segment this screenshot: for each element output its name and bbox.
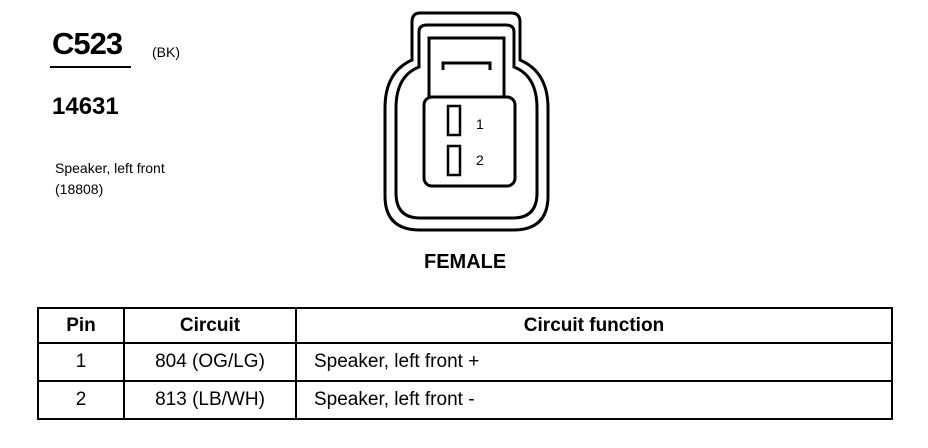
description-line-2: (18808) [55,181,104,197]
connector-pin-block [422,95,517,188]
pin-1-cavity [446,104,462,137]
cell-pin: 2 [37,380,125,420]
connector-gender-label: FEMALE [424,251,507,273]
connector-outer-housing [383,11,550,232]
connector-lock-tab [427,36,506,101]
connector-id-underline [50,66,131,68]
cell-circuit-function: Speaker, left front - [295,380,893,420]
header-circuit: Circuit [123,307,297,344]
cell-circuit-function: Speaker, left front + [295,342,893,382]
description-line-1: Speaker, left front [55,160,165,176]
table-header-row: Pin Circuit Circuit function [37,307,893,344]
header-circuit-function: Circuit function [295,307,893,344]
cell-pin: 1 [37,342,125,382]
pin-1-label: 1 [476,116,484,132]
connector-id: C523 [52,26,123,61]
connector-color-code: (BK) [152,44,180,60]
pin-2-label: 2 [476,152,484,168]
pin-2-cavity [446,144,462,177]
part-number: 14631 [52,93,119,120]
connector-description: Speaker, left front (18808) [55,158,165,200]
cell-circuit: 813 (LB/WH) [123,380,297,420]
connector-face-diagram: 1 2 [383,11,550,232]
connector-inner-housing [394,23,539,220]
cell-circuit: 804 (OG/LG) [123,342,297,382]
connector-lock-latch [441,61,492,70]
pinout-table: Pin Circuit Circuit function 1 804 (OG/L… [37,307,893,420]
header-pin: Pin [37,307,125,344]
table-row: 1 804 (OG/LG) Speaker, left front + [37,342,893,382]
table-row: 2 813 (LB/WH) Speaker, left front - [37,380,893,420]
